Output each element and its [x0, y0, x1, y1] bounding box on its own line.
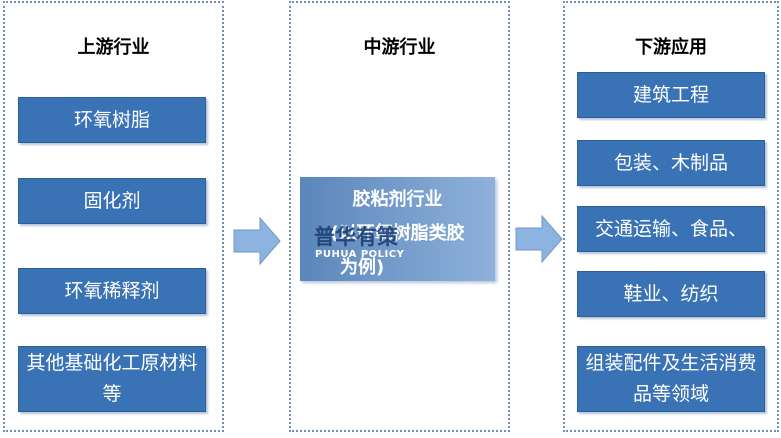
watermark-en: PUHUA POLICY [315, 249, 405, 260]
downstream-item-transport: 交通运输、食品、 [577, 206, 765, 252]
center-line-3: 为例) [340, 257, 385, 278]
center-line-2: (以环氧树脂类胶 [330, 223, 465, 244]
adhesive-industry-box: 胶粘剂行业 (以环氧树脂类胶 为例) 普华有策 PUHUA POLICY [300, 177, 495, 281]
downstream-item-construction: 建筑工程 [577, 72, 765, 118]
downstream-title: 下游应用 [635, 37, 707, 58]
upstream-title: 上游行业 [77, 37, 150, 58]
upstream-item-diluent: 环氧稀释剂 [18, 268, 206, 314]
upstream-item-curing-agent: 固化剂 [18, 178, 206, 224]
upstream-item-other-materials: 其他基础化工原材料等 [18, 346, 206, 412]
arrow-right-icon [515, 214, 563, 264]
midstream-title: 中游行业 [363, 37, 436, 58]
watermark-cn: 普华有策 [314, 225, 398, 249]
arrow-right-icon [233, 216, 281, 266]
downstream-item-footwear: 鞋业、纺织 [577, 271, 765, 317]
center-line-1: 胶粘剂行业 [352, 189, 443, 210]
downstream-item-packaging: 包装、木制品 [577, 140, 765, 186]
downstream-item-consumer-goods: 组装配件及生活消费品等领域 [577, 346, 765, 412]
upstream-item-epoxy-resin: 环氧树脂 [18, 97, 206, 143]
